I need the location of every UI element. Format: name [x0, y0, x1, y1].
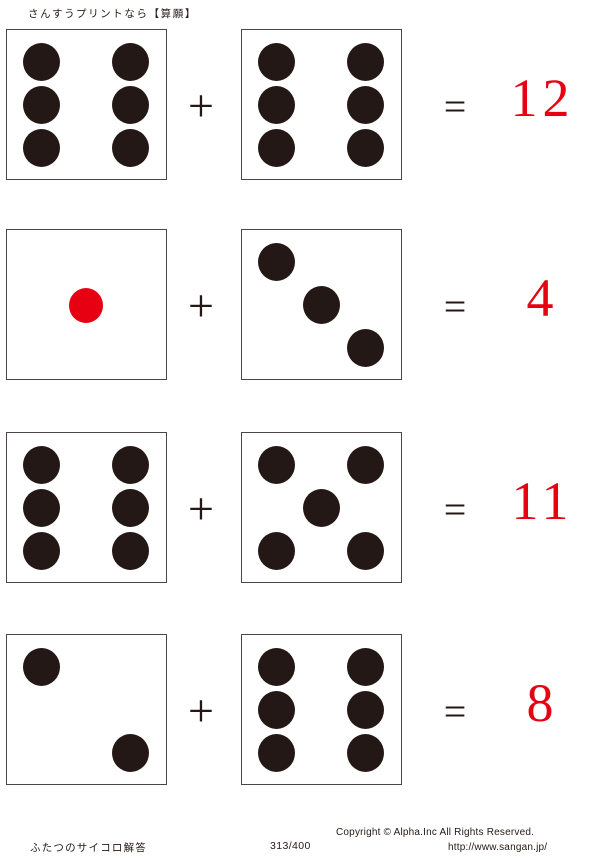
die-left — [6, 229, 167, 380]
die-right — [241, 634, 402, 785]
plus-operator: + — [188, 80, 214, 131]
die-pip — [23, 489, 60, 527]
die-pip-highlighted — [69, 288, 103, 323]
page-header-title: さんすうプリントなら【算願】 — [28, 8, 197, 20]
die-pip — [258, 129, 295, 167]
plus-operator: + — [188, 685, 214, 736]
die-left — [6, 432, 167, 583]
die-pip — [347, 329, 384, 367]
die-pip — [112, 446, 149, 484]
problem-row: + = 12 — [0, 29, 600, 189]
die-pip — [23, 446, 60, 484]
problem-row: + = 4 — [0, 229, 600, 389]
die-pip — [23, 86, 60, 124]
die-pip — [112, 734, 149, 772]
plus-operator: + — [188, 280, 214, 331]
equals-operator: = — [443, 487, 467, 532]
die-pip — [347, 43, 384, 81]
answer-value: 11 — [511, 471, 574, 531]
page-footer: ふたつのサイコロ解答 313/400 Copyright © Alpha.Inc… — [0, 824, 600, 859]
die-pip — [347, 734, 384, 772]
problem-row: + = 11 — [0, 432, 600, 592]
die-pip — [112, 532, 149, 570]
die-pip — [258, 734, 295, 772]
die-pip — [23, 532, 60, 570]
die-pip — [258, 532, 295, 570]
die-pip — [303, 489, 340, 527]
die-left — [6, 29, 167, 180]
die-pip — [258, 446, 295, 484]
problem-row: + = 8 — [0, 634, 600, 794]
equals-operator: = — [443, 84, 467, 129]
die-pip — [258, 648, 295, 686]
die-right — [241, 432, 402, 583]
equals-operator: = — [443, 284, 467, 329]
answer-value: 12 — [510, 68, 575, 128]
die-pip — [112, 43, 149, 81]
footer-copyright: Copyright © Alpha.Inc All Rights Reserve… — [336, 827, 535, 838]
answer-value: 4 — [526, 268, 559, 328]
die-pip — [347, 532, 384, 570]
answer-value: 8 — [526, 673, 559, 733]
die-left — [6, 634, 167, 785]
die-right — [241, 229, 402, 380]
die-right — [241, 29, 402, 180]
footer-worksheet-title: ふたつのサイコロ解答 — [30, 842, 147, 854]
die-pip — [258, 243, 295, 281]
die-pip — [112, 489, 149, 527]
die-pip — [23, 648, 60, 686]
die-pip — [258, 43, 295, 81]
footer-url[interactable]: http://www.sangan.jp/ — [448, 842, 548, 853]
die-pip — [112, 129, 149, 167]
die-pip — [347, 446, 384, 484]
die-pip — [347, 691, 384, 729]
footer-page-number: 313/400 — [270, 840, 311, 852]
die-pip — [112, 86, 149, 124]
equals-operator: = — [443, 689, 467, 734]
die-pip — [347, 648, 384, 686]
die-pip — [23, 43, 60, 81]
plus-operator: + — [188, 483, 214, 534]
die-pip — [303, 286, 340, 324]
die-pip — [258, 691, 295, 729]
die-pip — [347, 86, 384, 124]
die-pip — [347, 129, 384, 167]
die-pip — [258, 86, 295, 124]
die-pip — [23, 129, 60, 167]
